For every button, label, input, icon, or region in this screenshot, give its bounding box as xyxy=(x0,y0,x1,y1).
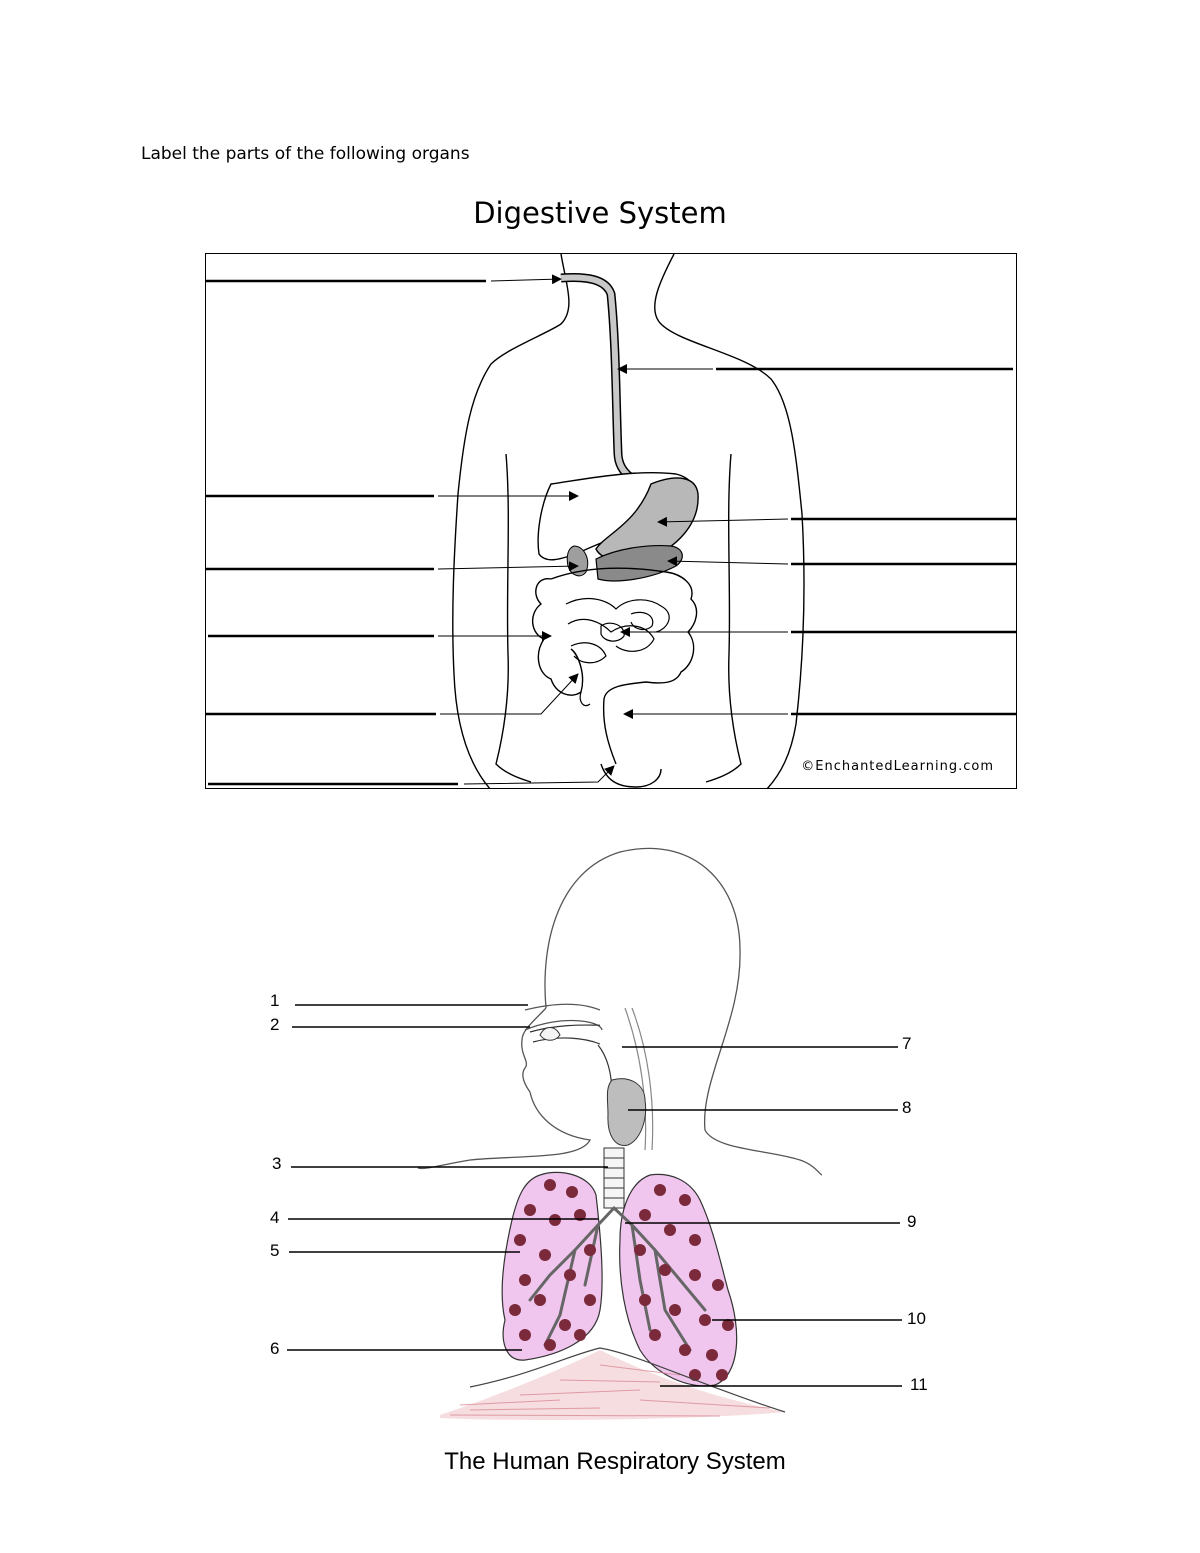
label-number-6: 6 xyxy=(270,1339,280,1358)
instruction-text: Label the parts of the following organs xyxy=(141,144,470,164)
label-number-4: 4 xyxy=(270,1208,280,1227)
label-number-2: 2 xyxy=(270,1015,280,1034)
digestive-diagram: ©EnchantedLearning.com xyxy=(205,253,1017,789)
label-number-1: 1 xyxy=(270,991,280,1010)
credit-text: ©EnchantedLearning.com xyxy=(801,759,994,774)
head-outline xyxy=(417,847,823,1176)
respiratory-title: The Human Respiratory System xyxy=(444,1448,786,1475)
label-number-9: 9 xyxy=(907,1212,917,1231)
label-number-8: 8 xyxy=(902,1098,912,1117)
respiratory-illustration xyxy=(287,847,902,1420)
alveoli-clusters xyxy=(509,1179,734,1381)
label-number-7: 7 xyxy=(902,1034,912,1053)
label-number-5: 5 xyxy=(270,1241,280,1260)
right-lung-shape xyxy=(619,1173,738,1387)
small-intestine-shape xyxy=(565,597,670,664)
label-number-11: 11 xyxy=(910,1375,928,1394)
label-number-3: 3 xyxy=(272,1154,282,1173)
pancreas-shape xyxy=(595,544,683,582)
diaphragm-shape xyxy=(440,1350,785,1420)
body-outline xyxy=(452,254,805,788)
large-intestine-shape xyxy=(532,567,698,765)
label-number-10: 10 xyxy=(907,1309,926,1328)
respiratory-diagram: 1 2 3 4 5 6 7 8 9 10 11 xyxy=(0,830,1200,1470)
digestive-illustration xyxy=(206,254,1016,788)
digestive-title: Digestive System xyxy=(473,196,727,230)
